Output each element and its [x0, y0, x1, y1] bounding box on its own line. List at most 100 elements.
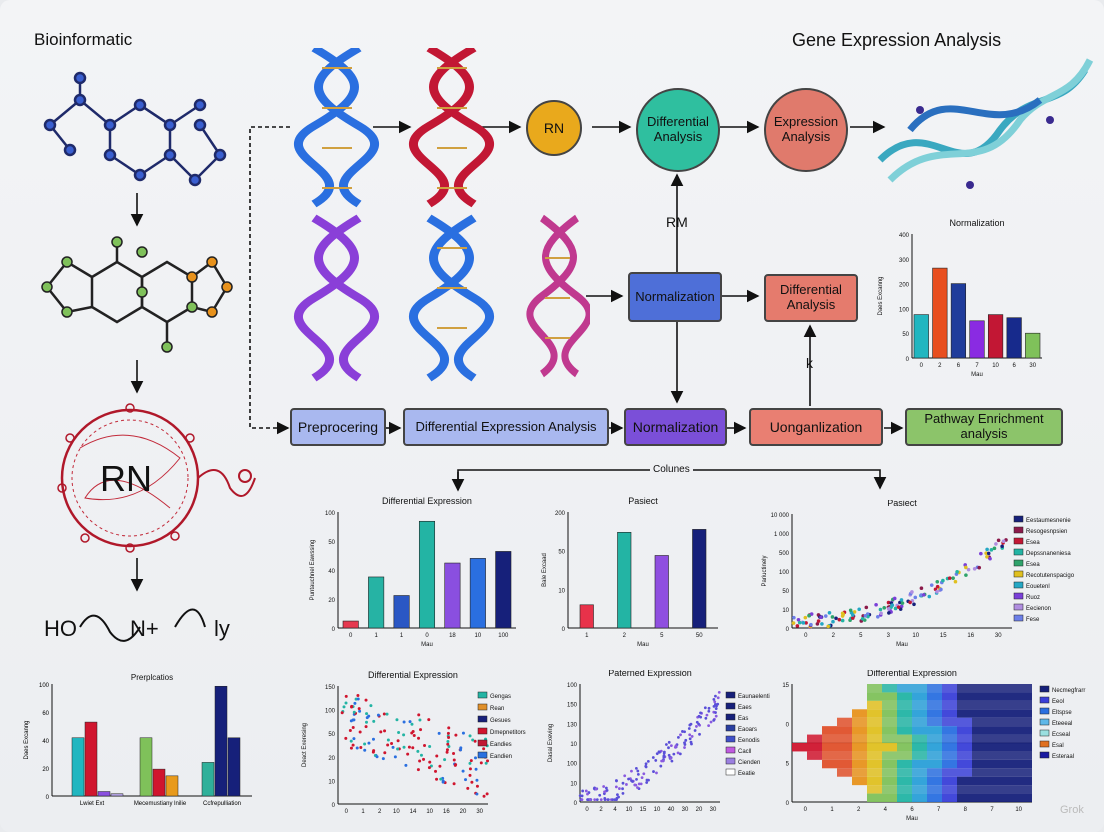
legend-swatch — [477, 715, 488, 723]
y-tick-label: 100 — [567, 762, 578, 768]
scatter-point — [850, 616, 855, 620]
scatter-point — [404, 763, 408, 767]
scatter-point — [640, 776, 644, 779]
heatmap-cell — [807, 751, 822, 760]
heatmap-cell — [897, 684, 912, 693]
heatmap-cell — [882, 743, 897, 752]
x-tick-label: 40 — [668, 807, 675, 813]
scatter-point — [890, 603, 895, 608]
scatter-point — [630, 769, 633, 773]
scatter-point — [621, 791, 625, 795]
scatter-point — [707, 709, 711, 713]
scatter-point — [646, 760, 650, 763]
heatmap-cell — [972, 726, 987, 735]
scatter-point — [364, 720, 368, 724]
node-differential-analysis-2: Differential Analysis — [764, 274, 858, 322]
y-tick-label: 0 — [46, 795, 50, 801]
scatter-point — [602, 785, 606, 788]
heatmap-cell — [957, 759, 972, 769]
y-tick-label: 100 — [325, 709, 336, 715]
scatter-point — [411, 746, 415, 750]
scatter-point — [445, 750, 449, 754]
scatter-point — [367, 741, 371, 745]
scatter-point — [581, 789, 585, 793]
legend-label: Eteeeal — [1052, 721, 1072, 727]
columns-label: Colunes — [650, 464, 693, 475]
heatmap-cell — [942, 793, 957, 802]
x-tick-label: 0 — [425, 633, 429, 639]
heatmap-cell — [1017, 776, 1032, 786]
scatter-point — [437, 731, 441, 735]
heatmap-cell — [897, 785, 912, 794]
heatmap-cell — [957, 776, 972, 786]
heatmap-cell — [942, 743, 957, 752]
legend-swatch — [1013, 515, 1024, 523]
scatter-point — [452, 752, 456, 756]
heatmap-cell — [882, 717, 897, 727]
scatter-point — [616, 793, 619, 796]
scatter-point — [669, 756, 673, 760]
scatter-point — [695, 720, 699, 724]
pipeline-differential-expression: Differential Expression Analysis — [403, 408, 609, 446]
y-tick-label: 40 — [328, 569, 335, 575]
heatmap-cell — [897, 743, 912, 752]
scatter-point — [683, 730, 686, 734]
chart-title: Pasiect — [887, 500, 917, 508]
scatter-point — [358, 709, 362, 713]
y-tick-label: 130 — [567, 722, 578, 728]
legend-swatch — [1013, 603, 1024, 611]
scatter-point — [447, 735, 451, 739]
heatmap-cell — [942, 684, 957, 693]
formula-ly: ly — [214, 616, 230, 641]
x-tick-label: 1 — [830, 807, 834, 813]
bar — [617, 531, 632, 629]
scatter-point — [860, 617, 865, 621]
x-tick-label: 0 — [804, 807, 808, 813]
heatmap-cell — [912, 776, 927, 786]
scatter-point — [670, 759, 674, 763]
heatmap-cell — [1017, 726, 1032, 735]
heatmap-cell — [987, 793, 1002, 802]
scatter-point — [418, 718, 422, 722]
bar — [393, 595, 410, 629]
chart-title: Pasiect — [628, 496, 658, 506]
scatter-point — [386, 738, 390, 742]
bar — [110, 793, 124, 797]
heatmap-cell — [837, 726, 852, 735]
heatmap-cell — [822, 743, 837, 752]
heatmap-cell — [882, 709, 897, 718]
legend-swatch — [477, 691, 488, 699]
y-tick-label: 500 — [779, 551, 790, 557]
scatter-point — [417, 736, 421, 740]
legend-swatch — [1013, 526, 1024, 534]
x-tick-label: 10 — [626, 807, 633, 813]
scatter-point — [662, 754, 666, 758]
scatter-point — [826, 624, 831, 629]
heatmap-cell — [957, 700, 972, 710]
scatter-point — [344, 694, 348, 698]
scatter-point — [447, 744, 451, 748]
scatter-point — [354, 697, 358, 701]
heatmap-cell — [957, 743, 972, 752]
legend-label: Eandien — [490, 754, 512, 760]
scatter-point — [816, 619, 821, 623]
scatter-point — [796, 617, 801, 622]
x-tick-label: 2 — [938, 363, 942, 369]
scatter-point — [795, 624, 800, 628]
heatmap-cell — [867, 692, 882, 701]
scatter-point — [402, 745, 406, 749]
watermark: Grok — [1060, 804, 1084, 816]
heatmap-cell — [927, 709, 942, 718]
scatter-point — [452, 782, 456, 786]
y-tick-label: 0 — [906, 357, 910, 363]
scatter-point — [830, 615, 835, 619]
heatmap-cell — [927, 751, 942, 760]
scatter-point — [412, 734, 416, 738]
scatter-point — [667, 746, 670, 750]
scatter-point — [466, 786, 470, 790]
scatter-point — [408, 720, 412, 724]
scatter-point — [713, 700, 717, 704]
legend-swatch — [1013, 559, 1024, 567]
legend-swatch — [1013, 614, 1024, 622]
